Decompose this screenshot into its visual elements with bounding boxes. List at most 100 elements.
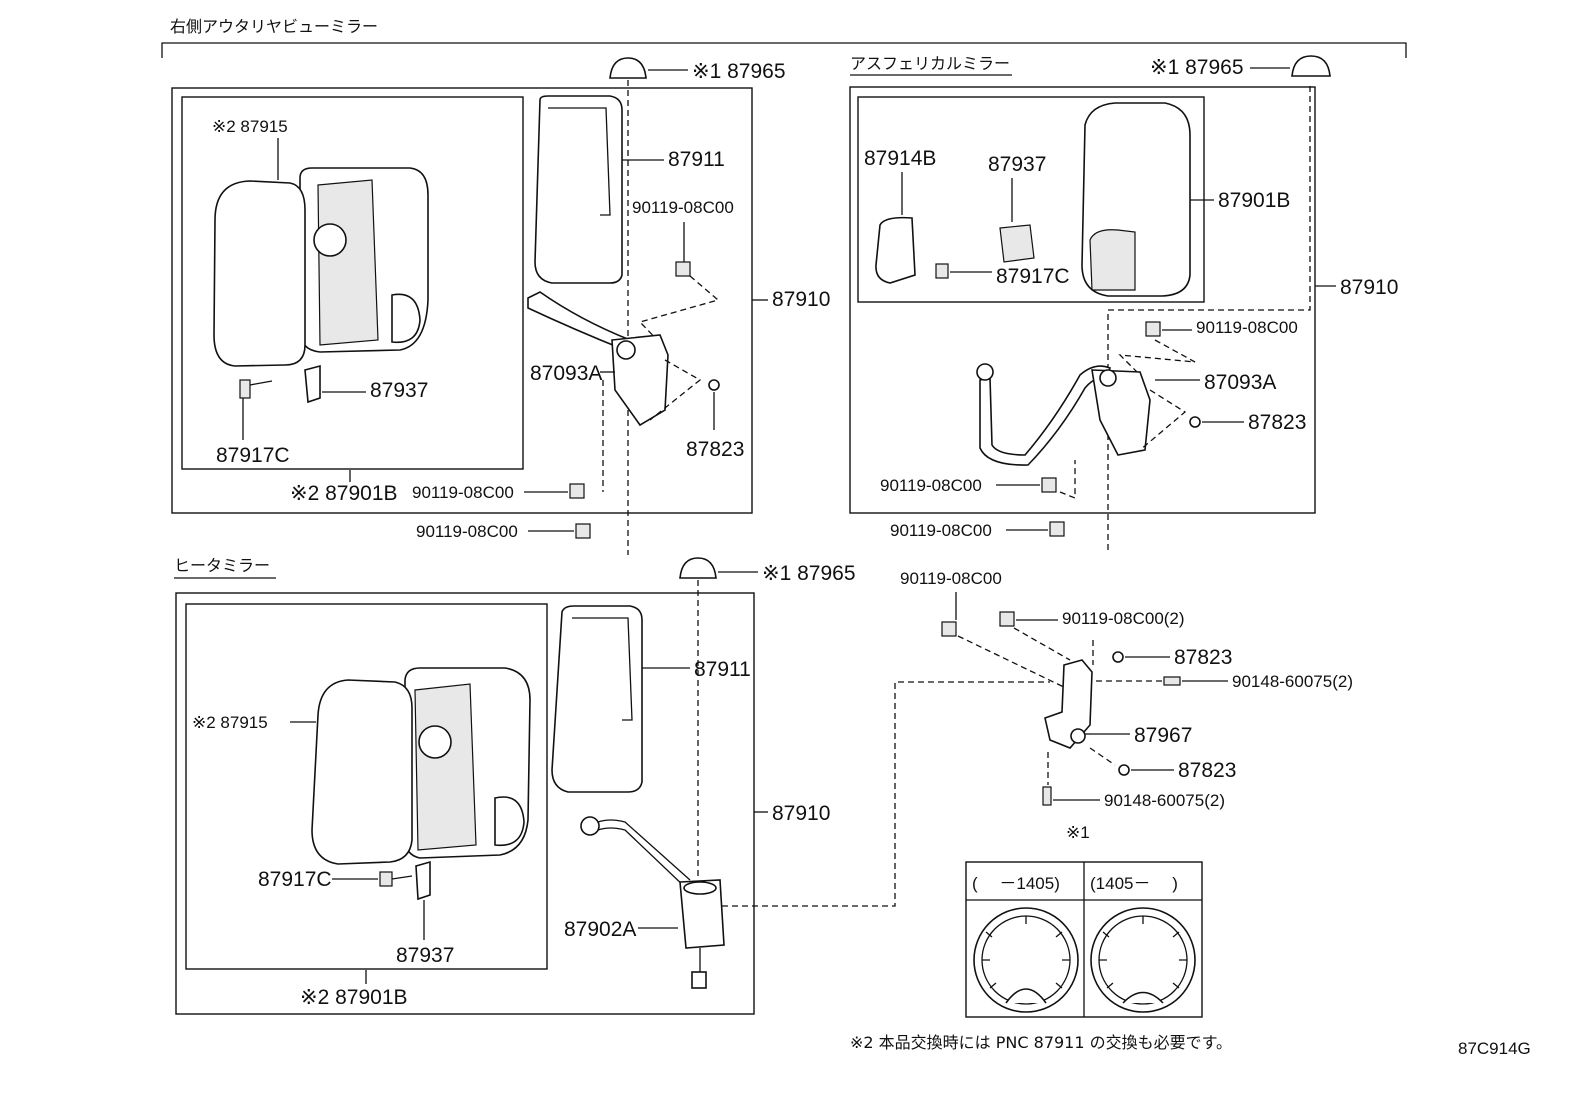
bl-heater-top [683, 881, 717, 895]
tr-bolt-b-dashed [1059, 460, 1076, 499]
bl-mirror-subbox [185, 603, 548, 970]
bl-label-87937: 87937 [396, 944, 454, 967]
bl-mirror-glass-87915 [311, 679, 413, 865]
bl-label-87915: ※2 87915 [192, 713, 268, 732]
tl-label-87910: 87910 [772, 288, 830, 311]
tl-bolt-87917c [239, 379, 251, 399]
tl-gasket-87911 [534, 95, 623, 284]
outer-group-bracket [161, 42, 1407, 58]
bl-housing-foot [494, 796, 525, 847]
tl-mirror-subbox [181, 96, 524, 470]
tr-washer-87823 [1189, 416, 1201, 428]
br-washer-b-path [1089, 747, 1116, 766]
tr-label-87093a: 87093A [1204, 371, 1276, 394]
bl-label-87965: ※1 87965 [762, 562, 856, 585]
tr-label-90119c: 90119-08C00 [890, 521, 992, 540]
tr-label-87965: ※1 87965 [1150, 56, 1244, 79]
tr-cover-87914b [875, 216, 916, 284]
tl-bolt-90119b [569, 483, 585, 499]
bl-to-bracket-dashed [722, 681, 1050, 907]
tr-label-90119b: 90119-08C00 [880, 476, 982, 495]
tl-housing-frame [317, 179, 379, 346]
tl-housing-foot [391, 293, 421, 344]
tl-washer-path [649, 359, 702, 421]
tl-clip-87937 [304, 364, 321, 404]
heater-title: ヒータミラー [174, 556, 270, 575]
br-label-90148a: 90148-60075(2) [1232, 672, 1353, 691]
tr-stay-bracket-87093a [1091, 369, 1151, 456]
tr-cap-87965 [1291, 55, 1331, 77]
tr-arm-knob [976, 363, 994, 381]
legend-col1-header: ( －1405) [972, 874, 1060, 893]
note1-marker: ※1 [1066, 823, 1090, 842]
bl-cable-2 [597, 827, 687, 889]
tr-assembly-box [849, 86, 1316, 514]
br-washer-87823b [1118, 764, 1130, 776]
br-label-90119b: 90119-08C00(2) [1062, 609, 1185, 628]
br-label-87823b: 87823 [1178, 759, 1236, 782]
br-bracket-87967 [1044, 659, 1093, 749]
tr-label-87823: 87823 [1248, 411, 1306, 434]
br-screw-90148a [1163, 676, 1181, 686]
bl-assembly-box [175, 592, 755, 1015]
bl-heater-plug [691, 971, 707, 989]
tr-bolt-90119a [1145, 321, 1161, 337]
tr-bolt-90119b [1041, 477, 1057, 493]
tr-label-90119a: 90119-08C00 [1196, 318, 1298, 337]
bl-label-87910: 87910 [772, 802, 830, 825]
tr-washer-path [1139, 389, 1187, 451]
illustration-code: 87C914G [1458, 1039, 1531, 1058]
tl-bolt-shaft [249, 380, 273, 386]
tr-label-87917c: 87917C [996, 265, 1070, 288]
br-label-90148b: 90148-60075(2) [1104, 791, 1225, 810]
tr-bolt-87917c [935, 263, 949, 279]
tl-gasket-inner [548, 107, 611, 216]
tl-label-87823: 87823 [686, 438, 744, 461]
bl-motor-gear [418, 725, 452, 759]
tl-mirror-glass-87915 [213, 180, 306, 367]
br-bolt-90119a [941, 621, 957, 637]
tl-label-87093a: 87093A [530, 362, 602, 385]
bl-gasket-inner [572, 617, 633, 721]
br-bolt-90119b [999, 611, 1015, 627]
legend-col2-header: (1405－ ) [1090, 874, 1178, 893]
br-label-90119a: 90119-08C00 [900, 569, 1002, 588]
bl-clip-87937 [415, 860, 431, 901]
bl-label-87911: 87911 [694, 658, 751, 681]
bl-label-87917c: 87917C [258, 868, 332, 891]
tr-stay-arm [979, 365, 1112, 466]
tr-label-87910: 87910 [1340, 276, 1398, 299]
tl-label-87911: 87911 [668, 148, 725, 171]
legend-cap-variant-1 [973, 907, 1079, 1013]
bl-cap-87965 [679, 557, 717, 579]
outer-mirror-title: 右側アウタリヤビューミラー [170, 17, 378, 36]
tr-label-87937: 87937 [988, 153, 1046, 176]
bl-bolt-shaft [391, 875, 413, 880]
tl-label-90119c: 90119-08C00 [416, 522, 518, 541]
tl-washer-87823 [708, 379, 720, 391]
tl-label-87915: ※2 87915 [212, 117, 288, 136]
tl-motor-gear [313, 223, 347, 257]
tl-label-87965: ※1 87965 [692, 60, 786, 83]
tl-bolt-90119a [675, 261, 691, 277]
bl-cable [597, 819, 691, 881]
tl-label-87901b: ※2 87901B [290, 482, 398, 505]
br-label-87967: 87967 [1134, 724, 1192, 747]
tl-cap-87965 [609, 57, 647, 79]
tl-bolt-90119c [575, 523, 591, 539]
tr-pivot [1099, 369, 1117, 387]
tr-bolt-path-dashed [1118, 339, 1196, 376]
tr-label-87901b: 87901B [1218, 189, 1290, 212]
br-bracket-pivot [1070, 728, 1086, 744]
br-washer-87823a [1112, 651, 1124, 663]
tl-label-87937: 87937 [370, 379, 428, 402]
br-screw-90148b [1042, 786, 1052, 806]
bl-label-87902a: 87902A [564, 918, 636, 941]
note2-text: ※2 本品交換時には PNC 87911 の交換も必要です。 [850, 1033, 1232, 1052]
bl-gasket-87911 [551, 605, 643, 793]
br-bolt-paths-dashed [957, 627, 1094, 691]
tl-label-87917c: 87917C [216, 444, 290, 467]
tr-label-87914b: 87914B [864, 147, 936, 170]
